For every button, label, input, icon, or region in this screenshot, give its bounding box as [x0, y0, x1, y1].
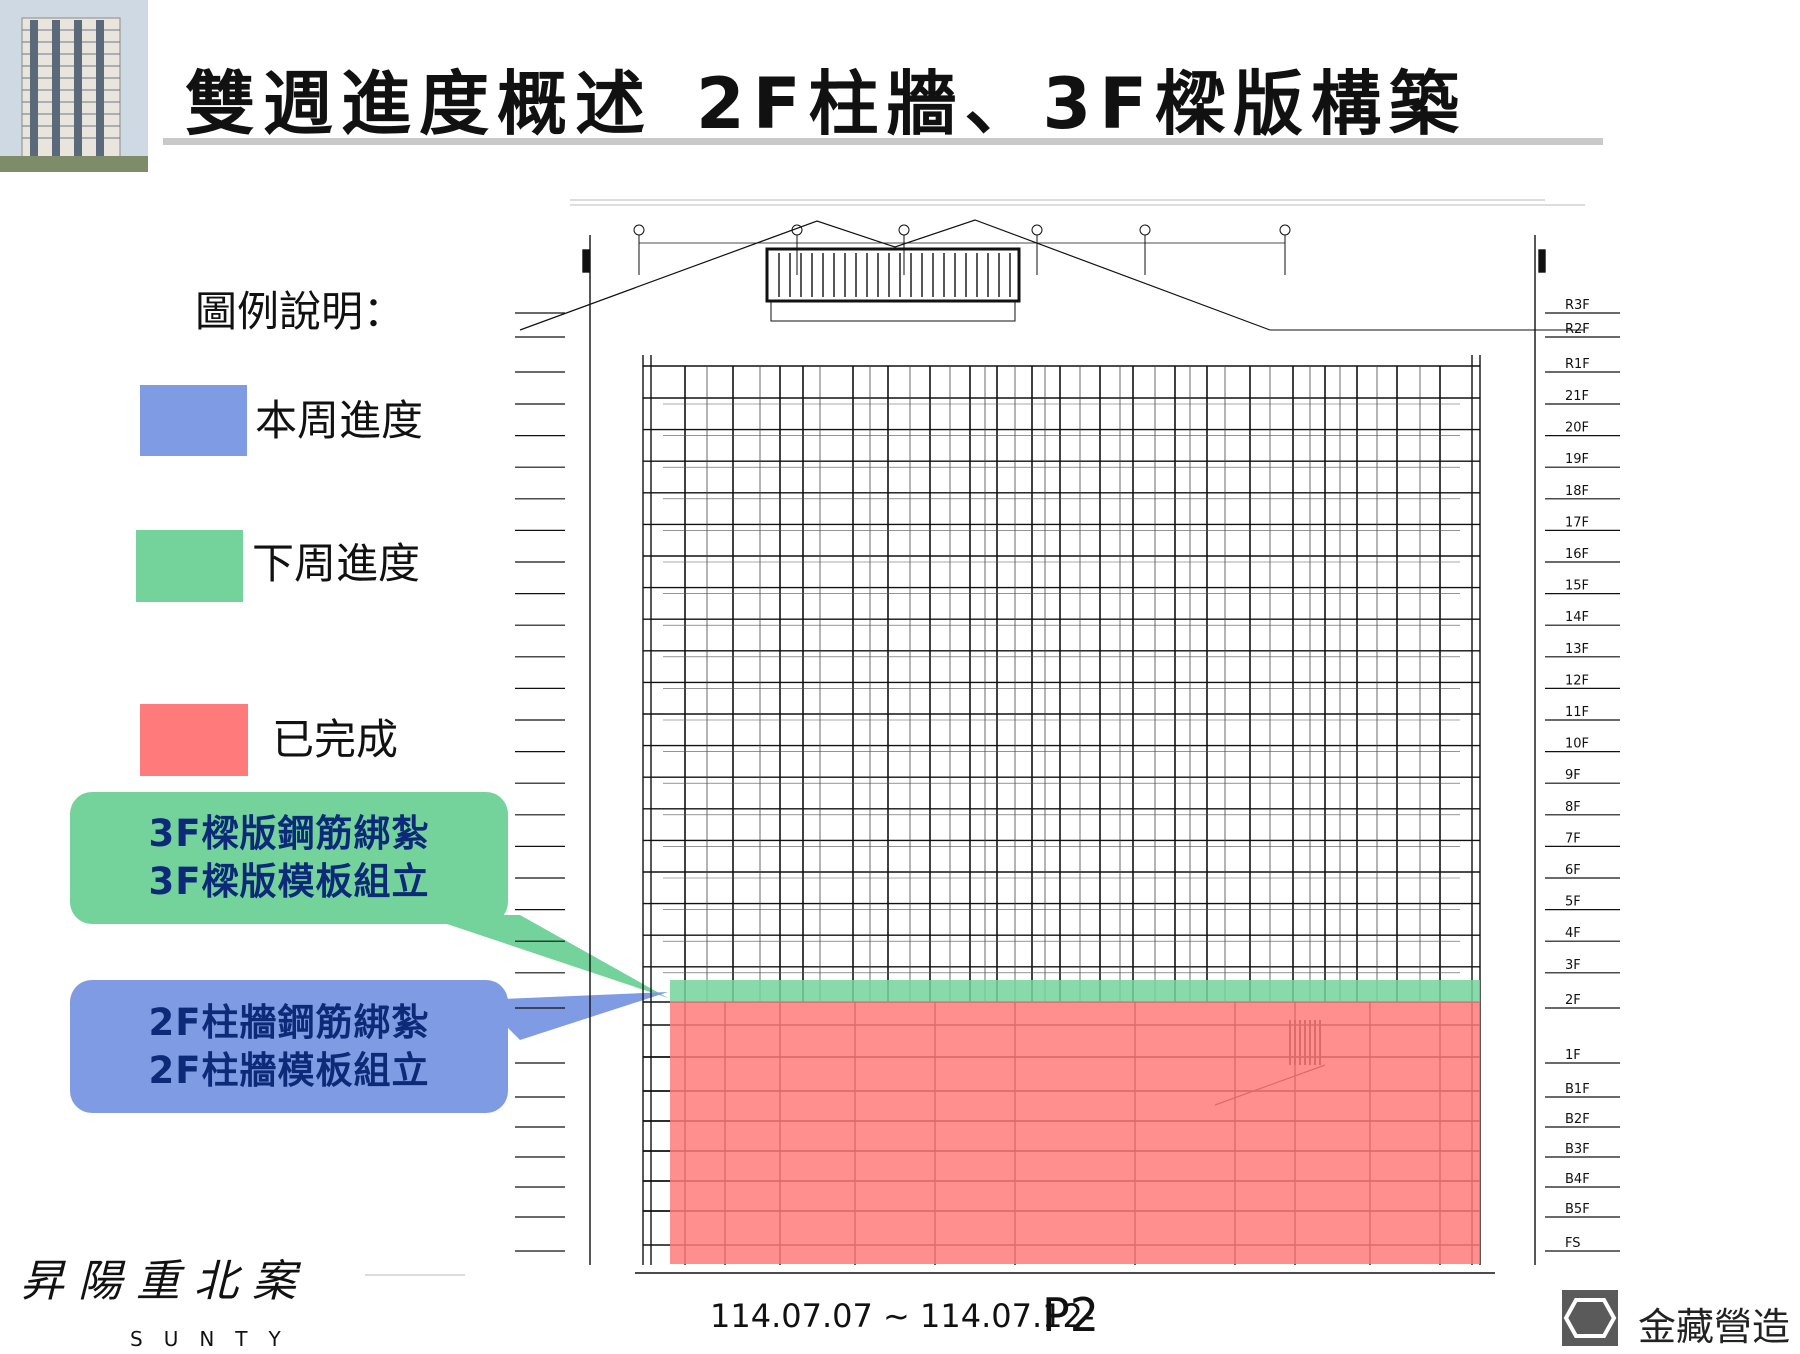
company-logo-icon	[1562, 1290, 1618, 1346]
floor-label: B1F	[1565, 1082, 1590, 1097]
completed-zone	[670, 1002, 1480, 1264]
next-week-pointer	[420, 915, 668, 998]
callout-this-week-line-2: 2F柱牆模板組立	[148, 1048, 430, 1092]
callout-this-week-line-1: 2F柱牆鋼筋綁紮	[148, 1000, 430, 1044]
floor-label: 18F	[1565, 484, 1589, 499]
legend-label-completed: 已完成	[272, 715, 399, 764]
legend-swatch-this-week	[140, 385, 247, 456]
project-logo-en: SUNTY	[130, 1327, 302, 1351]
callout-next-week-line-1: 3F樑版鋼筋綁紮	[148, 812, 430, 855]
floor-label: 11F	[1565, 705, 1589, 720]
legend-swatch-next-week	[136, 530, 243, 602]
project-logo: 昇陽重北案 SUNTY	[18, 1238, 318, 1351]
floor-label: 8F	[1565, 800, 1581, 815]
floor-label: 14F	[1565, 610, 1589, 625]
floor-label: B4F	[1565, 1172, 1590, 1187]
floor-label: 12F	[1565, 673, 1589, 688]
title-underline	[163, 138, 1603, 145]
legend-heading: 圖例說明：	[195, 287, 406, 336]
callout-this-week: 2F柱牆鋼筋綁紮 2F柱牆模板組立	[70, 980, 508, 1113]
floor-label: B3F	[1565, 1142, 1590, 1157]
floor-label: 6F	[1565, 863, 1581, 878]
legend-label-this-week: 本周進度	[255, 396, 424, 445]
callout-next-week-line-2: 3F樑版模板組立	[148, 860, 430, 903]
floor-label: 1F	[1565, 1048, 1581, 1063]
callout-next-week: 3F樑版鋼筋綁紮 3F樑版模板組立	[70, 792, 508, 924]
floor-label: B2F	[1565, 1112, 1590, 1127]
floor-label: 17F	[1565, 515, 1589, 530]
floor-label: 21F	[1565, 389, 1589, 404]
floor-label: 3F	[1565, 958, 1581, 973]
floor-label: R2F	[1565, 322, 1590, 337]
this-week-pointer	[480, 992, 668, 1040]
building-thumbnail	[0, 0, 148, 172]
floor-label: 9F	[1565, 768, 1581, 783]
company-name: 金藏營造	[1638, 1305, 1791, 1349]
next-week-zone	[670, 980, 1480, 1002]
legend-label-next-week: 下周進度	[252, 539, 421, 588]
floor-label: 5F	[1565, 895, 1581, 910]
floor-label: 7F	[1565, 831, 1581, 846]
floor-labels: R3F R2F R1F 21F 20F 19F 18F 17F 16F 15F 14F 13F 12F 1…	[1565, 298, 1590, 1251]
floor-label: 10F	[1565, 737, 1589, 752]
slide-title: 雙週進度概述_2F柱牆、3F樑版構築	[185, 63, 1468, 145]
floor-label: 13F	[1565, 642, 1589, 657]
floor-label: 2F	[1565, 993, 1581, 1008]
floor-label: 15F	[1565, 579, 1589, 594]
building-elevation-drawing: R3F R2F R1F 21F 20F 19F 18F 17F 16F 15F 14F 13F 12F 1…	[365, 199, 1620, 1276]
floor-label: 16F	[1565, 547, 1589, 562]
date-range: 114.07.07 ~ 114.07.12-	[710, 1297, 1095, 1335]
legend-swatch-completed	[140, 704, 248, 776]
floor-label: R1F	[1565, 357, 1590, 372]
project-logo-char-1: 昇陽重北案	[20, 1256, 310, 1307]
floor-label: B5F	[1565, 1202, 1590, 1217]
page-number: P2	[1042, 1288, 1100, 1342]
floor-label: 19F	[1565, 452, 1589, 467]
floor-label: 4F	[1565, 926, 1581, 941]
floor-label: 20F	[1565, 421, 1589, 436]
floor-label: R3F	[1565, 298, 1590, 313]
floor-label: FS	[1565, 1236, 1581, 1251]
